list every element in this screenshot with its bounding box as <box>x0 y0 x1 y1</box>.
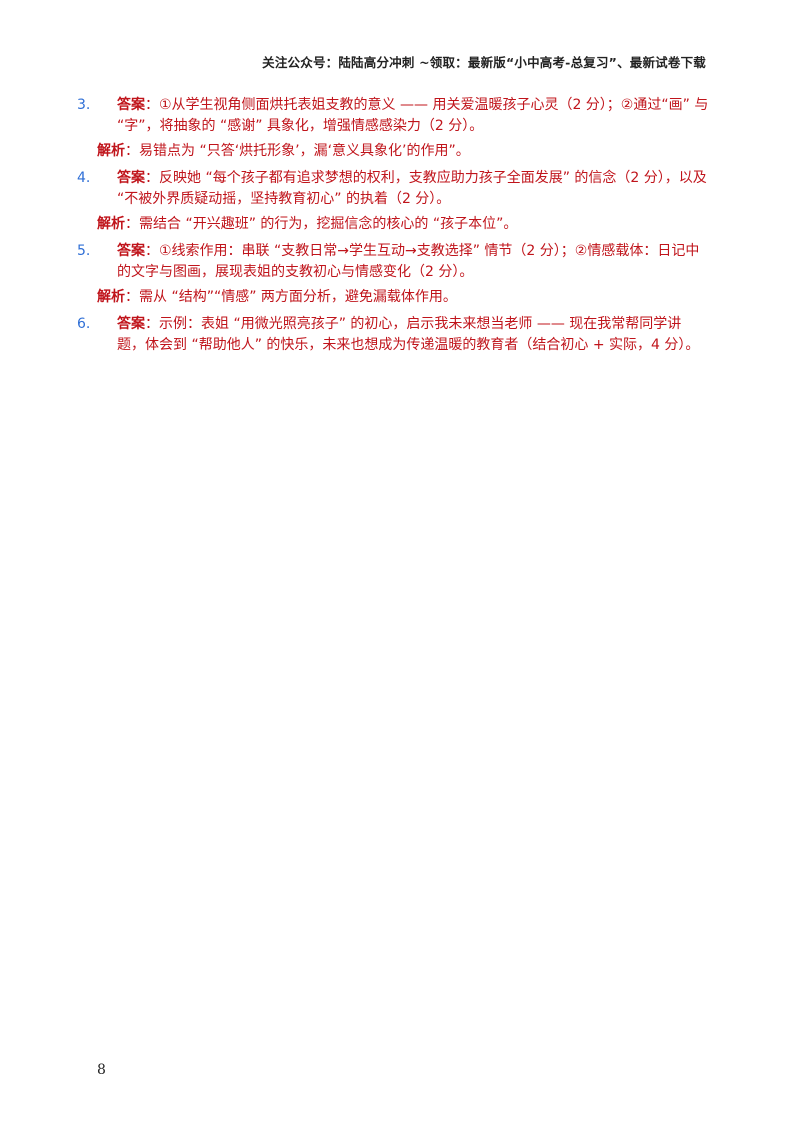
answer-body: 5. 答案：①线索作用：串联 “支教日常→学生互动→支教选择” 情节（2 分）；②… <box>77 241 709 283</box>
question-number: 4. <box>77 170 91 186</box>
answer-label: 答案 <box>117 97 145 113</box>
answer-item-4: 4. 答案：反映她 “每个孩子都有追求梦想的权利，支教应助力孩子全面发展” 的信念… <box>77 168 709 210</box>
answer-item-3: 3. 答案：①从学生视角侧面烘托表姐支教的意义 —— 用关爱温暖孩子心灵（2 分）… <box>77 95 709 137</box>
question-number: 6. <box>77 316 91 332</box>
answer-label: 答案 <box>117 170 145 186</box>
answer-text: ：反映她 “每个孩子都有追求梦想的权利，支教应助力孩子全面发展” 的信念（2 分… <box>117 170 707 207</box>
answer-label: 答案 <box>117 243 145 259</box>
analysis-text: ：易错点为 “只答‘烘托形象’，漏‘意义具象化’的作用”。 <box>125 143 470 159</box>
question-number: 5. <box>77 243 91 259</box>
analysis-item-5: 解析：需从 “结构”“情感” 两方面分析，避免漏载体作用。 <box>97 287 709 308</box>
answer-text: ：①线索作用：串联 “支教日常→学生互动→支教选择” 情节（2 分）；②情感载体… <box>117 243 700 280</box>
answer-item-6: 6. 答案：示例：表姐 “用微光照亮孩子” 的初心，启示我未来想当老师 —— 现在… <box>77 314 709 356</box>
page-number: 8 <box>97 1062 106 1078</box>
page-header: 关注公众号：陆陆高分冲刺 ~领取：最新版“小中高考-总复习”、最新试卷下载 <box>262 55 706 70</box>
answer-body: 3. 答案：①从学生视角侧面烘托表姐支教的意义 —— 用关爱温暖孩子心灵（2 分）… <box>77 95 709 137</box>
analysis-item-4: 解析：需结合 “开兴趣班” 的行为，挖掘信念的核心的 “孩子本位”。 <box>97 214 709 235</box>
analysis-item-3: 解析：易错点为 “只答‘烘托形象’，漏‘意义具象化’的作用”。 <box>97 141 709 162</box>
answer-item-5: 5. 答案：①线索作用：串联 “支教日常→学生互动→支教选择” 情节（2 分）；②… <box>77 241 709 283</box>
analysis-label: 解析 <box>97 216 125 232</box>
answer-text: ：①从学生视角侧面烘托表姐支教的意义 —— 用关爱温暖孩子心灵（2 分）；②通过… <box>117 97 709 134</box>
analysis-label: 解析 <box>97 143 125 159</box>
analysis-text: ：需从 “结构”“情感” 两方面分析，避免漏载体作用。 <box>125 289 457 305</box>
question-number: 3. <box>77 97 91 113</box>
answer-body: 6. 答案：示例：表姐 “用微光照亮孩子” 的初心，启示我未来想当老师 —— 现在… <box>77 314 709 356</box>
answer-list: 3.答案：①从学生视角侧面烘托表姐支教的意义 —— 用关爱温暖孩子心灵（2 分）… <box>77 95 709 360</box>
analysis-text: ：需结合 “开兴趣班” 的行为，挖掘信念的核心的 “孩子本位”。 <box>125 216 518 232</box>
answer-label: 答案 <box>117 316 145 332</box>
analysis-label: 解析 <box>97 289 125 305</box>
answer-text: ：示例：表姐 “用微光照亮孩子” 的初心，启示我未来想当老师 —— 现在我常帮同… <box>117 316 700 353</box>
answer-body: 4. 答案：反映她 “每个孩子都有追求梦想的权利，支教应助力孩子全面发展” 的信念… <box>77 168 709 210</box>
